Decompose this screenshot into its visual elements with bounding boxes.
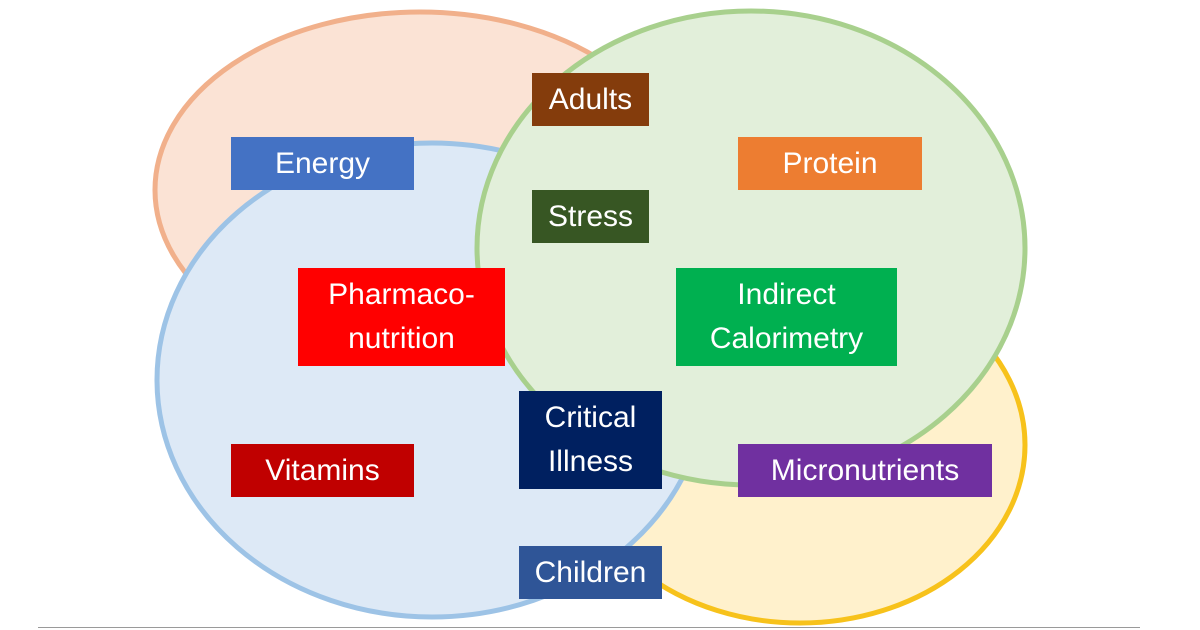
label-critical-illness: Critical Illness	[519, 391, 662, 489]
bottom-divider	[38, 627, 1140, 628]
label-vitamins: Vitamins	[231, 444, 414, 497]
label-children: Children	[519, 546, 662, 599]
label-indirect-calorimetry: Indirect Calorimetry	[676, 268, 897, 366]
label-protein: Protein	[738, 137, 922, 190]
label-stress: Stress	[532, 190, 649, 243]
label-pharmaconutrition: Pharmaco- nutrition	[298, 268, 505, 366]
label-micronutrients: Micronutrients	[738, 444, 992, 497]
label-adults: Adults	[532, 73, 649, 126]
label-energy: Energy	[231, 137, 414, 190]
